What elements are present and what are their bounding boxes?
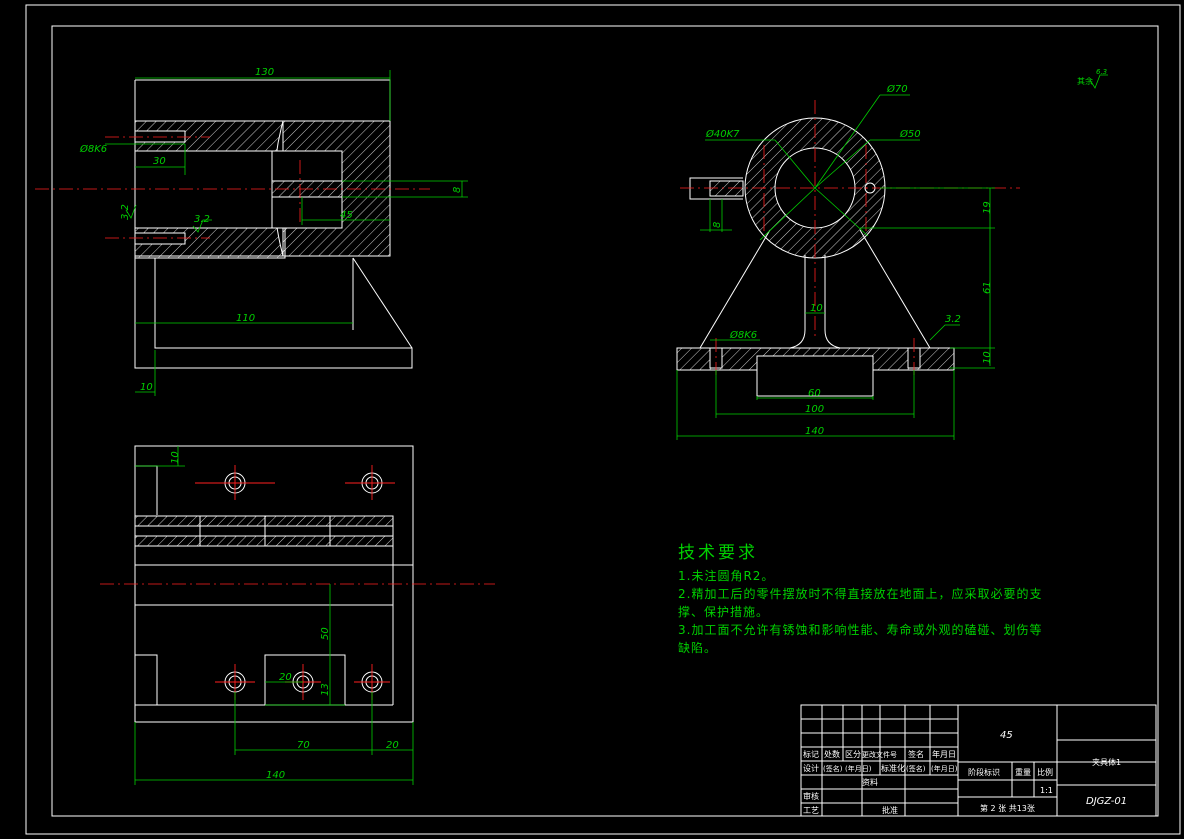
dim-40k7: Ø40K7 (705, 128, 740, 140)
dim-8-left: 8 (452, 187, 463, 193)
dim-20-plan: 20 (279, 672, 292, 683)
row-design-date: (年月日) (845, 764, 872, 773)
dim-140-plan: 140 (266, 770, 285, 781)
row-approve: 批准 (882, 805, 898, 815)
dim-50-dia: Ø50 (899, 128, 921, 140)
front-view (676, 100, 1020, 397)
side-section-view (35, 79, 430, 369)
scale-value: 1:1 (1040, 786, 1053, 795)
note-line-3a: 3.加工面不允许有锈蚀和影响性能、寿命或外观的磕碰、划伤等 (678, 623, 1043, 637)
dim-8-right: 8 (712, 222, 723, 228)
note-line-1: 1.未注圆角R2。 (678, 569, 775, 583)
row-design: 设计 (803, 763, 819, 773)
notes-title: 技术要求 (678, 543, 758, 563)
roughness-a: 3.2 (120, 204, 131, 220)
dim-10-rib: 10 (810, 303, 823, 314)
inner-frame (51, 25, 1159, 817)
row-design-sign: (签名) (823, 764, 843, 773)
title-block: 45 夹具体1 DJGZ-01 1:1 第 2 张 共13张 标记 处数 区分 … (800, 704, 1157, 817)
dim-60: 60 (808, 388, 821, 399)
header-sign: 签名 (908, 749, 924, 759)
part-name: 夹具体1 (1092, 757, 1121, 767)
header-weight: 重量 (1015, 767, 1031, 777)
dimension-text: 130 Ø8K6 30 8 45 110 10 3.2 3.2 Ø70 Ø40K… (79, 67, 1107, 781)
dim-19: 19 (982, 201, 993, 214)
row-standard: 标准化 (881, 763, 905, 773)
note-line-2a: 2.精加工后的零件摆放时不得直接放在地面上，应采取必要的支 (678, 587, 1043, 601)
row-std-date: (年月日) (931, 764, 958, 773)
header-docno: 更改文件号 (862, 750, 897, 759)
dim-70-plan: 70 (297, 740, 310, 751)
dim-50-plan: 50 (320, 627, 331, 640)
rest-roughness-value: 6.3 (1096, 68, 1107, 76)
dim-10-base: 10 (982, 351, 993, 364)
header-qty: 处数 (824, 749, 840, 759)
dimension-lines (105, 70, 1108, 785)
dim-130: 130 (255, 67, 274, 78)
sheet-info: 第 2 张 共13张 (980, 803, 1035, 813)
dim-100: 100 (805, 404, 824, 415)
dim-110: 110 (236, 313, 255, 324)
dim-61: 61 (982, 281, 993, 294)
roughness-b: 3.2 (194, 214, 210, 225)
row-review: 审核 (803, 791, 819, 801)
dim-10-plan: 10 (170, 451, 181, 464)
drawing-number: DJGZ-01 (1086, 796, 1127, 807)
technical-requirements: 技术要求 1.未注圆角R2。 2.精加工后的零件摆放时不得直接放在地面上，应采取… (678, 538, 1098, 657)
dim-20-right-plan: 20 (386, 740, 399, 751)
note-line-3b: 缺陷。 (678, 641, 718, 655)
header-mark: 标记 (803, 749, 819, 759)
header-date: 年月日 (932, 749, 956, 759)
dim-8k6-right: Ø8K6 (729, 329, 757, 341)
row-std-sign: (签名) (906, 764, 926, 773)
dim-45: 45 (340, 210, 353, 221)
row-draft: 资料 (862, 777, 878, 787)
row-process: 工艺 (803, 806, 819, 815)
material-value: 45 (1000, 730, 1013, 741)
dim-10-left: 10 (140, 382, 153, 393)
header-zone: 区分 (845, 750, 861, 759)
header-stage: 阶段标识 (968, 767, 1000, 777)
header-scale: 比例 (1037, 767, 1053, 777)
plan-view (100, 445, 495, 723)
dim-13-plan: 13 (320, 683, 331, 696)
dim-8k6-left: Ø8K6 (79, 143, 107, 155)
dim-70-dia: Ø70 (886, 83, 908, 95)
outer-frame (25, 4, 1181, 835)
dim-30: 30 (153, 156, 166, 167)
dim-140-front: 140 (805, 426, 824, 437)
note-line-2b: 撑、保护措施。 (678, 605, 770, 619)
roughness-right: 3.2 (945, 314, 961, 325)
rest-roughness-label: 其余 (1077, 76, 1093, 86)
